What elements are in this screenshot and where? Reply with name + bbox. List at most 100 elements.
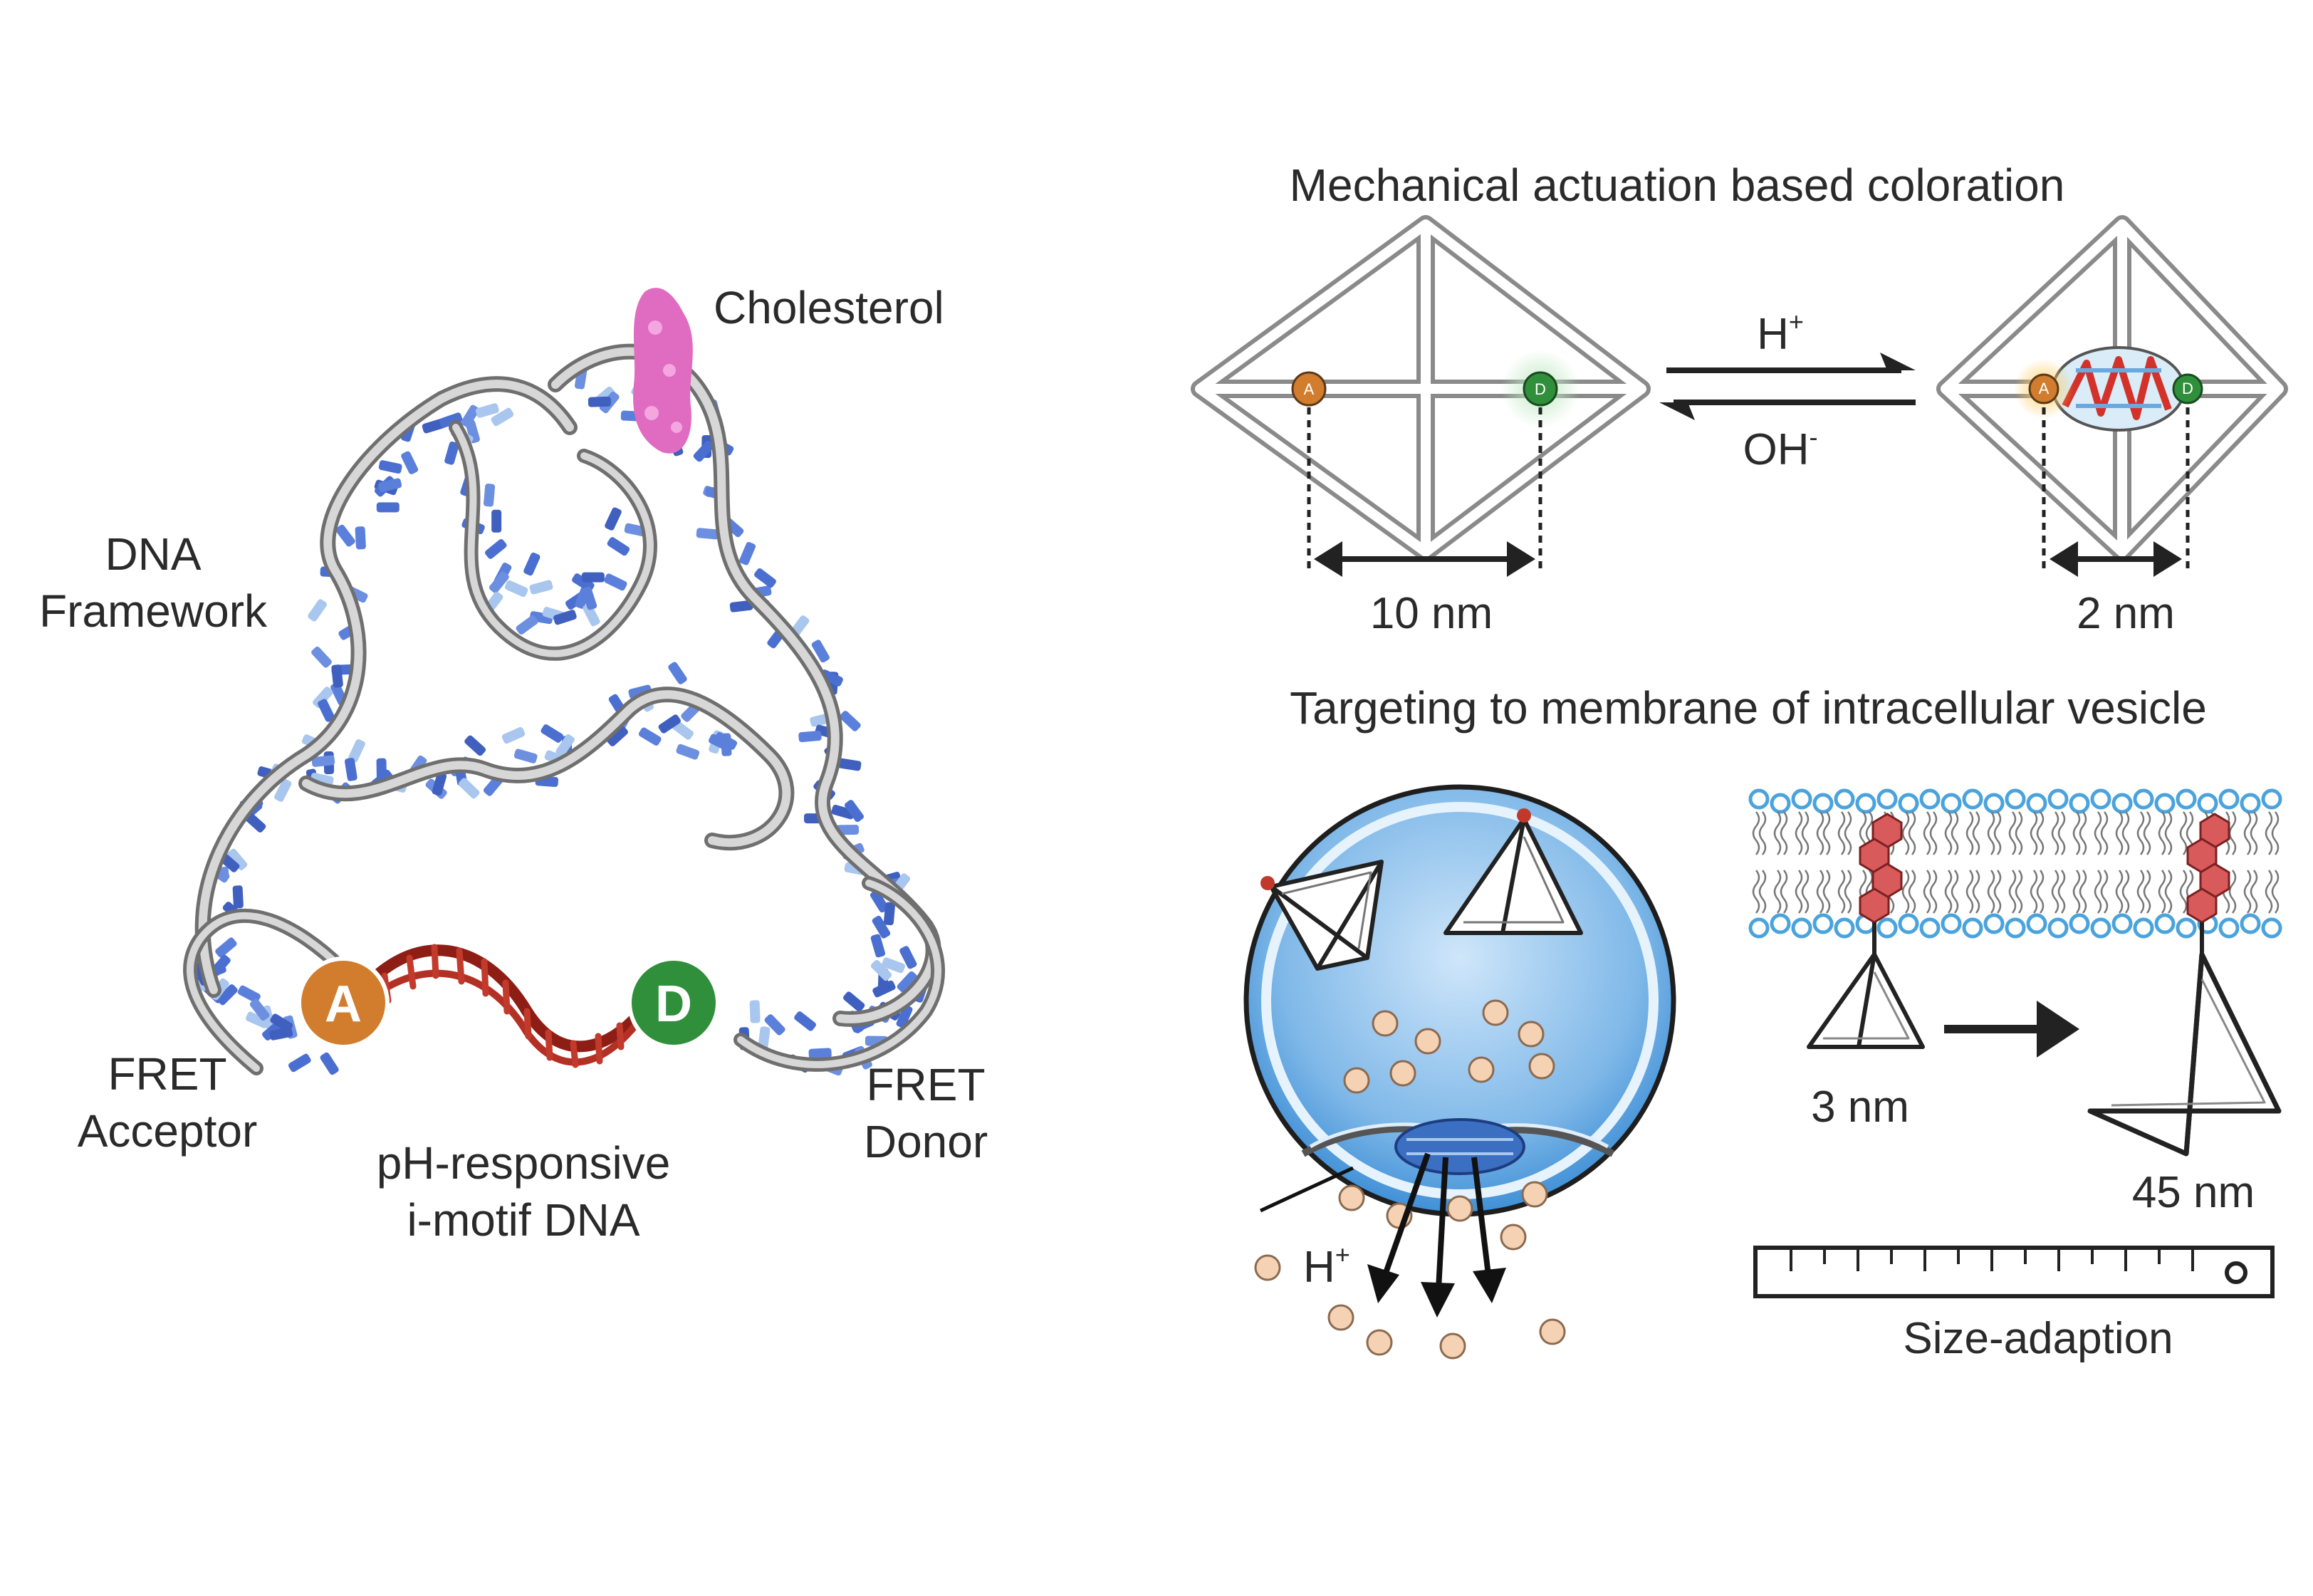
lipid-tail <box>1987 870 1995 914</box>
lipid-head <box>1983 913 2005 934</box>
dna-base <box>308 599 327 622</box>
dna-base <box>607 537 630 556</box>
dna-base <box>764 1014 785 1036</box>
lipid-head <box>1812 913 1834 934</box>
lipid-tail <box>2228 811 2237 855</box>
lipid-tail <box>1837 870 1846 914</box>
targeting-title: Targeting to membrane of intracellular v… <box>1290 682 2207 734</box>
dna-base <box>320 1052 339 1075</box>
lipid-tail <box>2079 870 2087 914</box>
closed-distance-label: 2 nm <box>2077 589 2175 638</box>
size-growth-arrow <box>1944 1001 2079 1058</box>
dna-base <box>897 971 918 993</box>
lipid-head <box>1919 917 1941 939</box>
octahedron-closed <box>1936 215 2288 561</box>
dna-base <box>288 1053 311 1073</box>
dna-base <box>274 778 292 802</box>
lipid-tail <box>1951 811 1959 855</box>
lipid-tail <box>1908 870 1916 914</box>
dna-base <box>269 1027 293 1040</box>
dna-base <box>401 451 419 474</box>
lipid-head <box>2154 913 2176 934</box>
lipid-head <box>2026 793 2047 814</box>
dna-base <box>840 711 861 731</box>
lipid-tail <box>2265 870 2273 914</box>
lipid-head <box>1941 913 1962 934</box>
lipid-head <box>1983 793 2005 814</box>
lipid-tail <box>1965 870 1974 914</box>
proton <box>1518 1021 1545 1048</box>
lipid-tail <box>2008 870 2017 914</box>
dna-base <box>378 478 402 492</box>
donor-dot-letter: D <box>1535 380 1546 398</box>
dna-base <box>739 542 756 565</box>
dna-base <box>215 937 237 958</box>
dna-base <box>348 739 365 763</box>
dna-base <box>227 848 248 870</box>
dna-base <box>758 1026 771 1050</box>
lipid-head <box>2005 788 2026 810</box>
proton <box>1521 1181 1548 1208</box>
lipid-tail <box>2094 811 2102 855</box>
dna-base <box>513 749 538 763</box>
lipid-head <box>1791 788 1812 810</box>
framework-label-line2: Framework <box>39 585 268 637</box>
lipid-head <box>1770 793 1791 814</box>
lipid-head <box>2240 913 2261 934</box>
lipid-head <box>2069 793 2090 814</box>
lipid-tail <box>1801 811 1810 855</box>
lipid-tail <box>1758 870 1767 914</box>
lipid-tail <box>2015 870 2023 914</box>
dna-base <box>607 726 628 746</box>
dna-base <box>529 580 553 595</box>
dna-base <box>553 610 577 625</box>
dna-base <box>465 419 480 444</box>
proton <box>1414 1028 1441 1055</box>
dna-base <box>504 580 528 598</box>
dna-base <box>870 959 892 981</box>
lipid-tail <box>1816 811 1824 855</box>
dna-base <box>798 731 822 743</box>
lipid-heads-bottom <box>1748 913 2282 939</box>
framework-label-line1: DNA <box>105 528 201 580</box>
lipid-tail <box>1773 811 1782 855</box>
dna-base <box>883 902 896 926</box>
dna-base <box>464 735 486 756</box>
membrane-targeting-panel: Targeting to membrane of intracellular v… <box>1243 682 2282 1363</box>
lipid-head <box>1898 793 1919 814</box>
lipid-tail <box>1965 811 1974 855</box>
lipid-tail <box>1752 870 1760 914</box>
small-tetrahedron <box>1807 952 1925 1049</box>
dna-base <box>831 804 855 820</box>
lipid-tail <box>2143 811 2151 855</box>
dna-base <box>439 412 463 428</box>
lipid-head <box>2218 788 2240 810</box>
proton-label: H+ <box>1303 1240 1350 1292</box>
lipid-tail <box>2030 870 2038 914</box>
lipid-tail <box>2051 811 2059 855</box>
dna-base <box>749 1000 761 1023</box>
dna-base <box>458 778 480 799</box>
acceptor-badge-letter: A <box>325 976 362 1033</box>
dna-base <box>820 669 843 687</box>
large-size-label: 45 nm <box>2132 1168 2255 1217</box>
acceptor-dot-closed: A <box>2028 373 2059 405</box>
lipid-tail <box>2030 811 2038 855</box>
lipid-head <box>1919 788 1941 810</box>
dna-base <box>489 571 509 593</box>
i-motif-dna <box>351 944 659 1068</box>
lipid-head <box>1876 917 1898 939</box>
lipid-head <box>2047 917 2069 939</box>
lipid-tail <box>2250 870 2258 914</box>
lipid-tail <box>1795 870 1803 914</box>
lipid-tail <box>1901 811 1910 855</box>
lipid-head <box>2176 788 2197 810</box>
dna-base <box>331 664 343 688</box>
dna-base <box>581 572 605 583</box>
dna-base <box>491 407 514 427</box>
ruler <box>1753 1246 2275 1298</box>
lipid-head <box>2154 793 2176 814</box>
lipid-head <box>2133 788 2154 810</box>
proton <box>1366 1329 1393 1356</box>
dna-base <box>582 586 597 610</box>
